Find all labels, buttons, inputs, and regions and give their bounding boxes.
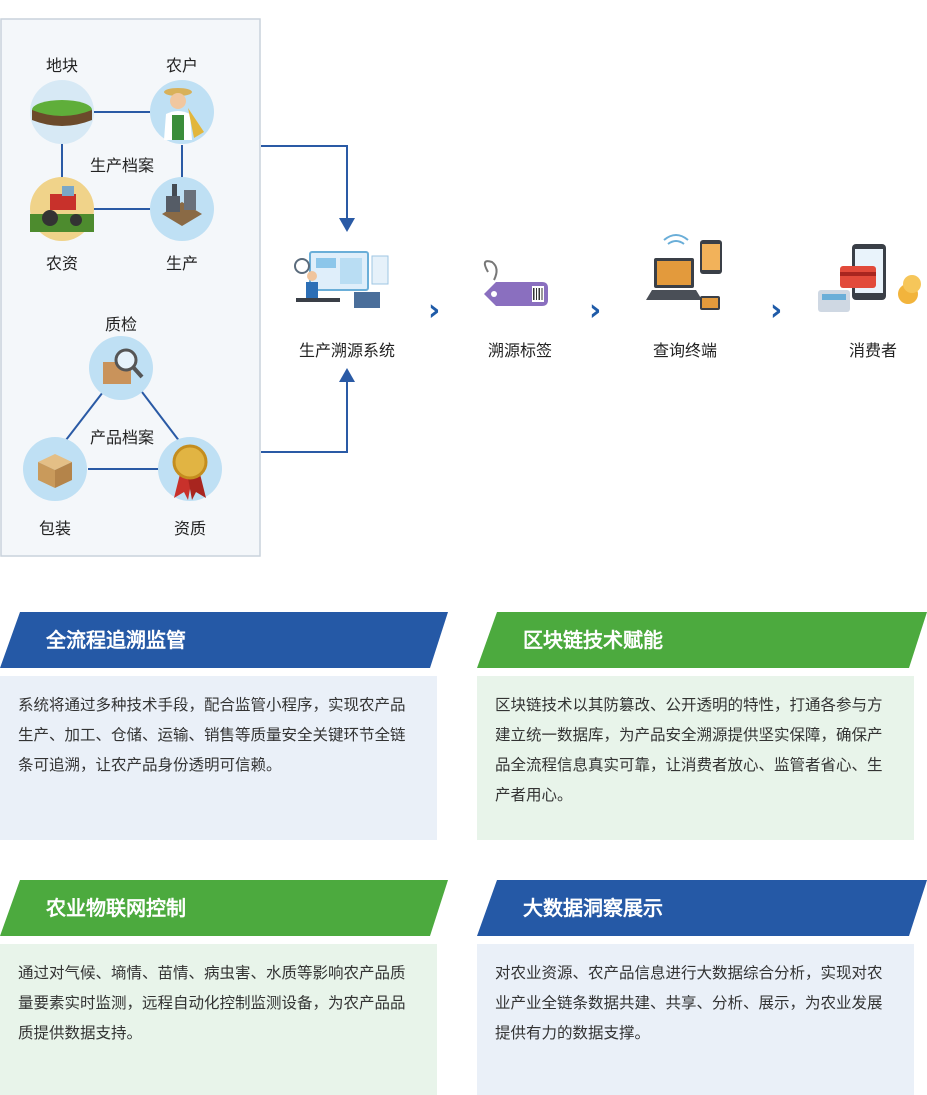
trace-system-icon xyxy=(294,251,389,308)
card-title-traceability: 全流程追溯监管 xyxy=(46,628,186,652)
soil-plot-icon xyxy=(30,80,94,144)
chevron-right-icon: › xyxy=(770,293,783,328)
tractor-icon xyxy=(30,177,94,241)
product-archive-label: 产品档案 xyxy=(89,428,154,447)
card-title-blockchain: 区块链技术赋能 xyxy=(523,628,663,652)
card-text-traceability: 系统将通过多种技术手段，配合监管小程序，实现农产品生产、加工、仓储、运输、销售等… xyxy=(0,676,437,840)
card-header-shape xyxy=(477,880,927,936)
node-label-qualification: 资质 xyxy=(173,519,206,538)
card-header-shape xyxy=(0,612,448,668)
factory-icon xyxy=(150,177,214,241)
flow-label-terminal: 查询终端 xyxy=(652,341,717,360)
node-label-materials: 农资 xyxy=(45,254,78,273)
flow-label-consumer: 消费者 xyxy=(848,341,897,360)
panel-to-system-lines xyxy=(261,145,348,453)
node-label-plot: 地块 xyxy=(45,56,78,75)
arrow-down-icon xyxy=(339,218,355,232)
quality-inspection-icon xyxy=(89,336,153,400)
production-archive-label: 生产档案 xyxy=(89,156,154,175)
card-header-shape xyxy=(0,880,448,936)
card-title-iot: 农业物联网控制 xyxy=(46,896,186,920)
product-connectors xyxy=(65,391,181,470)
card-text-bigdata: 对农业资源、农产品信息进行大数据综合分析，实现对农业产业全链条数据共建、共享、分… xyxy=(477,944,914,1095)
node-label-packaging: 包装 xyxy=(38,519,71,538)
consumer-payment-icon xyxy=(818,244,921,312)
node-label-farmer: 农户 xyxy=(165,56,198,75)
card-text-blockchain: 区块链技术以其防篡改、公开透明的特性，打通各参与方建立统一数据库，为产品安全溯源… xyxy=(477,676,914,840)
package-box-icon xyxy=(23,437,87,501)
node-label-inspection: 质检 xyxy=(104,315,137,334)
card-text-iot: 通过对气候、墒情、苗情、病虫害、水质等影响农产品质量要素实时监测，远程自动化控制… xyxy=(0,944,437,1095)
chevron-right-icon: › xyxy=(589,293,602,328)
traceability-diagram xyxy=(0,18,921,557)
flow-label-tag: 溯源标签 xyxy=(487,341,552,360)
chevron-right-icon: › xyxy=(428,293,441,328)
qualification-medal-icon xyxy=(158,437,222,501)
farmer-icon xyxy=(150,80,214,144)
flow-label-system: 生产溯源系统 xyxy=(298,341,395,360)
query-terminal-icon xyxy=(646,234,722,310)
trace-tag-icon xyxy=(483,260,548,306)
card-title-bigdata: 大数据洞察展示 xyxy=(523,896,663,920)
arrow-up-icon xyxy=(339,368,355,382)
production-connectors xyxy=(61,111,183,210)
card-header-shape xyxy=(477,612,927,668)
node-label-production: 生产 xyxy=(165,254,198,273)
